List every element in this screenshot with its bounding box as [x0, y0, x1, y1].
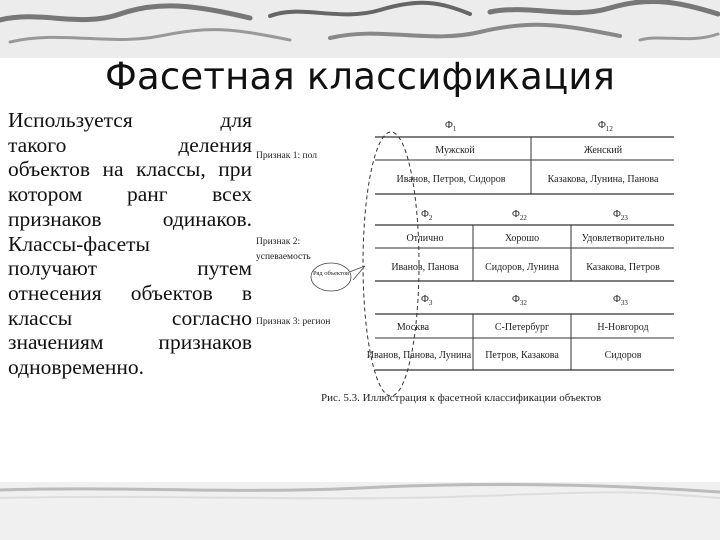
body-line: отнесения объектов в	[8, 280, 252, 305]
body-line: получают путем	[8, 256, 252, 281]
body-line: значениям признаков	[8, 330, 252, 355]
facet-group-3: Ф3 Ф32 Ф33 Признак 3: регион Москва С-Пе…	[256, 294, 674, 371]
table-cell: Сидоров	[605, 350, 642, 361]
facet-header: Ф12	[598, 120, 613, 133]
table-cell: Иванов, Петров, Сидоров	[396, 174, 505, 185]
callout-bubble: Ряд объектов	[310, 262, 366, 292]
facet-header: Ф23	[613, 209, 628, 222]
body-line: одновременно.	[8, 355, 145, 380]
table-cell: Отлично	[406, 233, 443, 244]
facet-label: Признак 3: регион	[256, 317, 330, 327]
table-cell: Москва	[397, 322, 430, 333]
body-text: Используется для такого деления объектов…	[8, 108, 252, 380]
table-cell: Женский	[584, 145, 623, 156]
body-line: объектов на классы, при	[8, 157, 252, 182]
footer-decoration	[0, 482, 720, 540]
facet-label: успеваемость	[256, 252, 311, 262]
facet-header: Ф22	[512, 209, 527, 222]
page-title: Фасетная классификация	[104, 55, 616, 98]
body-line: Используется для	[8, 108, 252, 132]
table-cell: Мужской	[435, 145, 475, 156]
table-cell: Петров, Казакова	[485, 350, 559, 361]
callout-text: Ряд объектов	[313, 270, 349, 277]
table-cell: Казакова, Петров	[586, 262, 660, 273]
facet-header: Ф33	[613, 294, 628, 307]
table-cell: Иванов, Панова	[391, 262, 459, 273]
table-cell: Сидоров, Лунина	[485, 262, 559, 273]
body-line: признаков одинаков.	[8, 206, 252, 231]
facet-header: Ф2	[421, 209, 433, 222]
table-cell: Иванов, Панова, Лунина	[367, 350, 472, 361]
facet-diagram: Ф1 Ф12 Признак 1: пол Мужской Женский Ив…	[256, 120, 674, 404]
header-decoration	[0, 0, 720, 58]
facet-figure: Ф1 Ф12 Признак 1: пол Мужской Женский Ив…	[253, 108, 679, 412]
table-cell: Казакова, Лунина, Панова	[548, 174, 659, 185]
table-cell: Хорошо	[505, 233, 539, 244]
body-line: такого деления	[8, 132, 252, 157]
body-line: котором ранг всех	[8, 182, 252, 207]
table-cell: Удовлетворительно	[582, 233, 665, 244]
facet-header: Ф32	[512, 294, 527, 307]
facet-group-1: Ф1 Ф12 Признак 1: пол Мужской Женский Ив…	[256, 120, 674, 195]
body-line: Классы-фасеты	[8, 231, 150, 256]
facet-header: Ф3	[421, 294, 433, 307]
facet-label: Признак 2:	[256, 237, 300, 247]
series-ellipse	[362, 131, 420, 397]
facet-group-2: Ф2 Ф22 Ф23 Признак 2: успеваемость Отлич…	[256, 209, 674, 282]
table-cell: С-Петербург	[495, 322, 549, 333]
body-line: классы согласно	[8, 305, 252, 330]
brush-stroke-bottom	[0, 483, 720, 500]
brush-stroke-top	[0, 0, 720, 44]
figure-caption: Рис. 5.3. Иллюстрация к фасетной классиф…	[321, 392, 601, 404]
facet-label: Признак 1: пол	[256, 151, 317, 161]
table-cell: Н-Новгород	[597, 322, 648, 333]
facet-header: Ф1	[445, 120, 457, 133]
